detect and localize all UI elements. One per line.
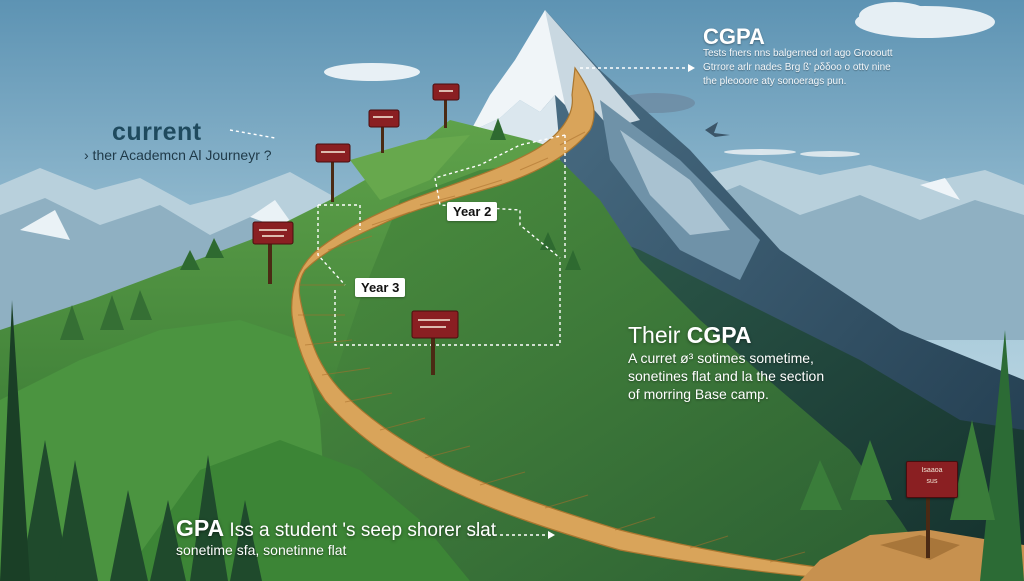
bird-icon — [705, 122, 730, 137]
their-cgpa-line-1: A curret ø³ sotimes sometime, — [628, 350, 814, 366]
path-planks — [298, 131, 806, 563]
their-cgpa-title: CGPA — [686, 322, 752, 348]
clouds — [324, 2, 995, 157]
their-cgpa-line-2: sonetines flat and la the section — [628, 368, 825, 384]
cgpa-top-line-2: Gtrrore arlr nades Brg ß' ρδδoo o ottv n… — [703, 62, 891, 73]
base-sign: Isaaoa sus — [906, 461, 958, 498]
base-sign-line-1: Isaaoa — [921, 467, 943, 474]
base-sign-line-2: sus — [926, 478, 938, 485]
dotted-guides — [229, 67, 690, 536]
current-heading-text: current — [112, 118, 202, 146]
year-2-label: Year 2 — [447, 202, 498, 221]
their-cgpa-heading: Their CGPA — [628, 322, 752, 349]
gpa-title: GPA — [176, 515, 225, 541]
cgpa-top-line-1: Tests fners nns balgerned orl ago Grooou… — [703, 48, 893, 59]
gpa-rest: Iss a student 's seep shorer slat — [224, 520, 497, 541]
cgpa-top-title: CGPA — [703, 24, 765, 49]
their-cgpa-line-3: of morring Base camp. — [628, 386, 769, 402]
winding-path — [291, 66, 1024, 581]
pine-trees — [0, 118, 1024, 581]
current-heading: current — [112, 118, 202, 147]
year-3-label: Year 3 — [355, 278, 406, 297]
journey-subheading: › ther Academcn Al Journeyr ? — [84, 147, 272, 163]
cgpa-top-line-3: the pleooore aty sonoerags pun. — [703, 76, 847, 87]
gpa-line-2: sonetime sfa, sonetinne flat — [176, 542, 347, 558]
gpa-heading: GPA Iss a student 's seep shorer slat — [176, 515, 496, 542]
their-cgpa-prefix: Their — [628, 322, 681, 348]
